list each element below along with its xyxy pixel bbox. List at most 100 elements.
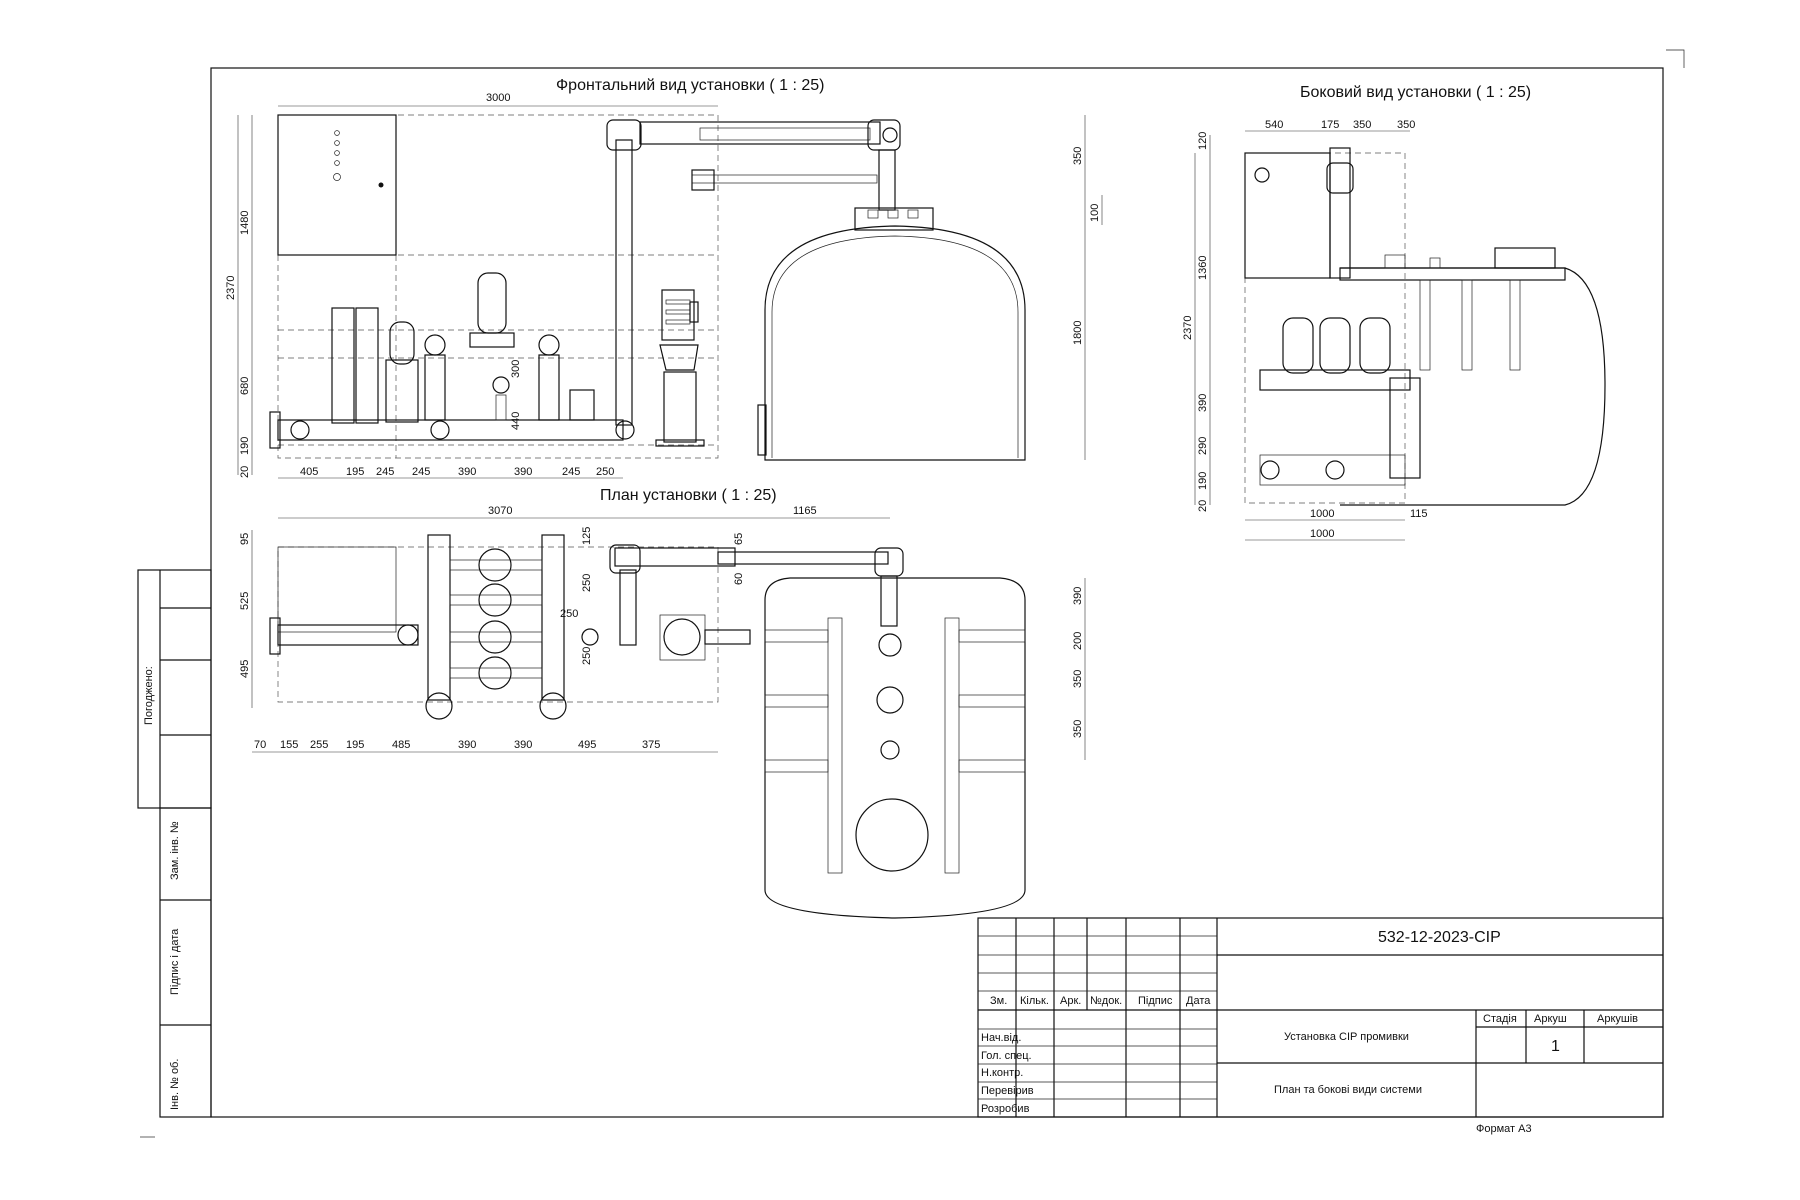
plan-dim-mid-d: 250 (581, 647, 593, 665)
plan-dim-bottom-7: 495 (578, 739, 596, 751)
side-dim-top-2: 350 (1353, 119, 1371, 131)
riser-pipe (615, 139, 633, 426)
side-view-title: Боковий вид установки ( 1 : 25) (1300, 84, 1531, 101)
plan-dim-bottom-1: 155 (280, 739, 298, 751)
plan-dim-left-a: 95 (239, 533, 251, 545)
approved-label: Погоджено: (143, 666, 155, 725)
front-dim-right-b: 100 (1089, 204, 1101, 222)
plan-dim-right-c: 350 (1072, 670, 1084, 688)
front-dim-bottom-4: 390 (458, 466, 476, 478)
side-cabinet (1244, 152, 1331, 279)
front-filters (331, 272, 595, 424)
tb-sheet-label: Аркуш (1534, 1013, 1567, 1025)
tb-header-5: Дата (1186, 995, 1211, 1007)
tb-sheet-value: 1 (1551, 1038, 1560, 1055)
plan-dim-bottom-4: 485 (392, 739, 410, 751)
tb-header-1: Кільк. (1020, 995, 1049, 1007)
tb-role-2: Н.контр. (981, 1067, 1023, 1079)
tb-project: Установка CIP промивки (1284, 1031, 1409, 1043)
side-dim-bottom-b: 115 (1410, 508, 1428, 520)
plan-dim-mid-c: 250 (560, 608, 578, 620)
front-dim-bottom-0: 405 (300, 466, 318, 478)
side-dim-bottom-a: 1000 (1310, 508, 1334, 520)
front-view-title: Фронтальний вид установки ( 1 : 25) (556, 77, 825, 94)
side-dim-top-3: 350 (1397, 119, 1415, 131)
side-view: Боковий вид установки ( 1 : 25) (1182, 84, 1606, 541)
plan-dim-left-c: 495 (239, 660, 251, 678)
plan-dim-right-b: 200 (1072, 632, 1084, 650)
tb-role-3: Перевірив (981, 1085, 1034, 1097)
front-view: Фронтальний вид установки ( 1 : 25) (225, 77, 1103, 479)
plan-dim-top-b: 1165 (793, 505, 817, 517)
front-dim-bottom-6: 245 (562, 466, 580, 478)
front-dim-left-d: 20 (239, 466, 251, 478)
left-strip: Погоджено: Зам. інв. № Підпис і дата Інв… (137, 569, 212, 1118)
plan-dim-bottom-6: 390 (514, 739, 532, 751)
front-dim-left-b: 680 (239, 377, 251, 395)
front-tank (757, 207, 1026, 461)
front-dim-bottom-2: 245 (376, 466, 394, 478)
replaced-label: Зам. інв. № (169, 821, 181, 880)
side-dim-left-c: 390 (1197, 394, 1209, 412)
side-dim-left-b: 1360 (1197, 256, 1209, 280)
control-cabinet (277, 114, 397, 256)
filter-3-icon (478, 620, 512, 654)
corner-mark (1666, 49, 1685, 68)
sign-date-label: Підпис і дата (169, 928, 181, 995)
lower-manifold (277, 419, 624, 441)
plan-dim-bottom-8: 375 (642, 739, 660, 751)
tb-role-4: Розробив (981, 1103, 1030, 1115)
plan-tank (764, 577, 1026, 919)
front-dim-bottom-3: 245 (412, 466, 430, 478)
inlet-valve-icon (290, 420, 310, 440)
side-dim-left-e: 190 (1197, 472, 1209, 490)
side-dim-left-total: 2370 (1182, 316, 1194, 340)
pressure-gauge-icon (492, 376, 510, 394)
plan-dim-mid-a: 125 (581, 527, 593, 545)
tb-header-3: №док. (1090, 995, 1122, 1007)
front-dim-bottom-1: 195 (346, 466, 364, 478)
filter-1-icon (478, 548, 512, 582)
side-tank (1340, 267, 1606, 506)
top-pipe (639, 121, 881, 145)
plan-inlet-pipe (277, 624, 419, 646)
plan-dim-left-b: 525 (239, 592, 251, 610)
front-dimensions: 3000 2370 1480 680 190 20 350 100 1800 3… (225, 92, 1103, 479)
tb-sheets-label: Аркушів (1597, 1013, 1638, 1025)
cabinet-indicators (333, 130, 384, 188)
title-block: Зм. Кільк. Арк. №док. Підпис Дата Нач.ві… (977, 917, 1664, 1135)
front-dim-left-total: 2370 (225, 276, 237, 300)
front-dim-right-c: 1800 (1072, 321, 1084, 345)
tb-stage-label: Стадія (1483, 1013, 1517, 1025)
plan-view: План установки ( 1 : 25) (239, 487, 1086, 919)
side-dim-top-1: 175 (1321, 119, 1339, 131)
side-dim-left-d: 290 (1197, 437, 1209, 455)
side-dim-left-f: 20 (1197, 500, 1209, 512)
plan-dim-top-a: 3070 (488, 505, 512, 517)
front-dim-left-c: 190 (239, 437, 251, 455)
side-dim-bottom-c: 1000 (1310, 528, 1334, 540)
tb-header-4: Підпис (1138, 995, 1173, 1007)
front-dim-top: 3000 (486, 92, 510, 104)
plan-dim-bottom-5: 390 (458, 739, 476, 751)
tb-role-1: Гол. спец. (981, 1050, 1032, 1062)
filter-2-icon (478, 583, 512, 617)
tb-sheet-title: План та бокові види системи (1274, 1084, 1422, 1096)
front-dim-right-a: 350 (1072, 147, 1084, 165)
side-dim-top-0: 540 (1265, 119, 1283, 131)
plan-dim-right-d: 350 (1072, 720, 1084, 738)
plan-dim-mid-b: 250 (581, 574, 593, 592)
tb-header-2: Арк. (1060, 995, 1081, 1007)
tb-code: 532-12-2023-CIP (1378, 929, 1501, 946)
plan-dim-bottom-3: 195 (346, 739, 364, 751)
tb-header-0: Зм. (990, 995, 1007, 1007)
pump (655, 289, 705, 447)
side-dim-left-a: 120 (1197, 132, 1209, 150)
plan-filter-manifold (425, 534, 567, 720)
front-dim-mid-a: 300 (510, 360, 522, 378)
plan-pump-icon (663, 618, 701, 656)
side-filters (1259, 317, 1421, 486)
front-dim-bottom-7: 250 (596, 466, 614, 478)
side-dimensions: 540 175 350 350 120 1360 2370 390 290 19… (1182, 119, 1428, 541)
